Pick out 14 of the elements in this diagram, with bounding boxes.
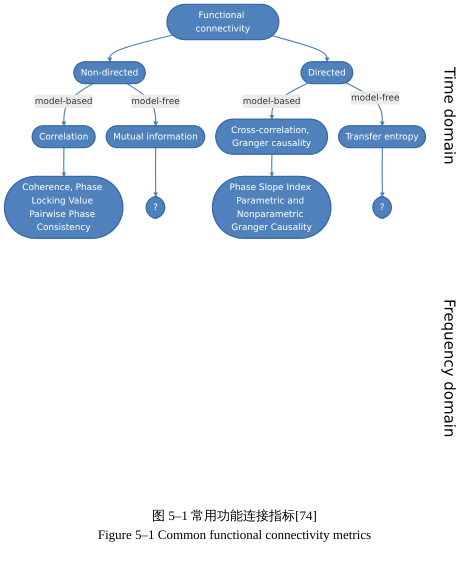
figure-caption: 图 5–1 常用功能连接指标[74] (151, 507, 318, 525)
edge-label: model-based (242, 96, 301, 106)
domain-label: Time domain (440, 67, 458, 165)
arrow (269, 154, 274, 177)
figure-caption: Figure 5–1 Common functional connectivity metrics (96, 527, 372, 543)
edge-label: model-free (350, 92, 400, 103)
arrow (272, 35, 330, 62)
arrow (380, 148, 385, 198)
arrow (107, 34, 173, 62)
arrow (61, 148, 66, 177)
edge-label: model-free (131, 96, 180, 106)
domain-label: Frequency domain (440, 299, 458, 438)
arrow (153, 148, 158, 198)
edge-label: model-based (34, 96, 93, 106)
